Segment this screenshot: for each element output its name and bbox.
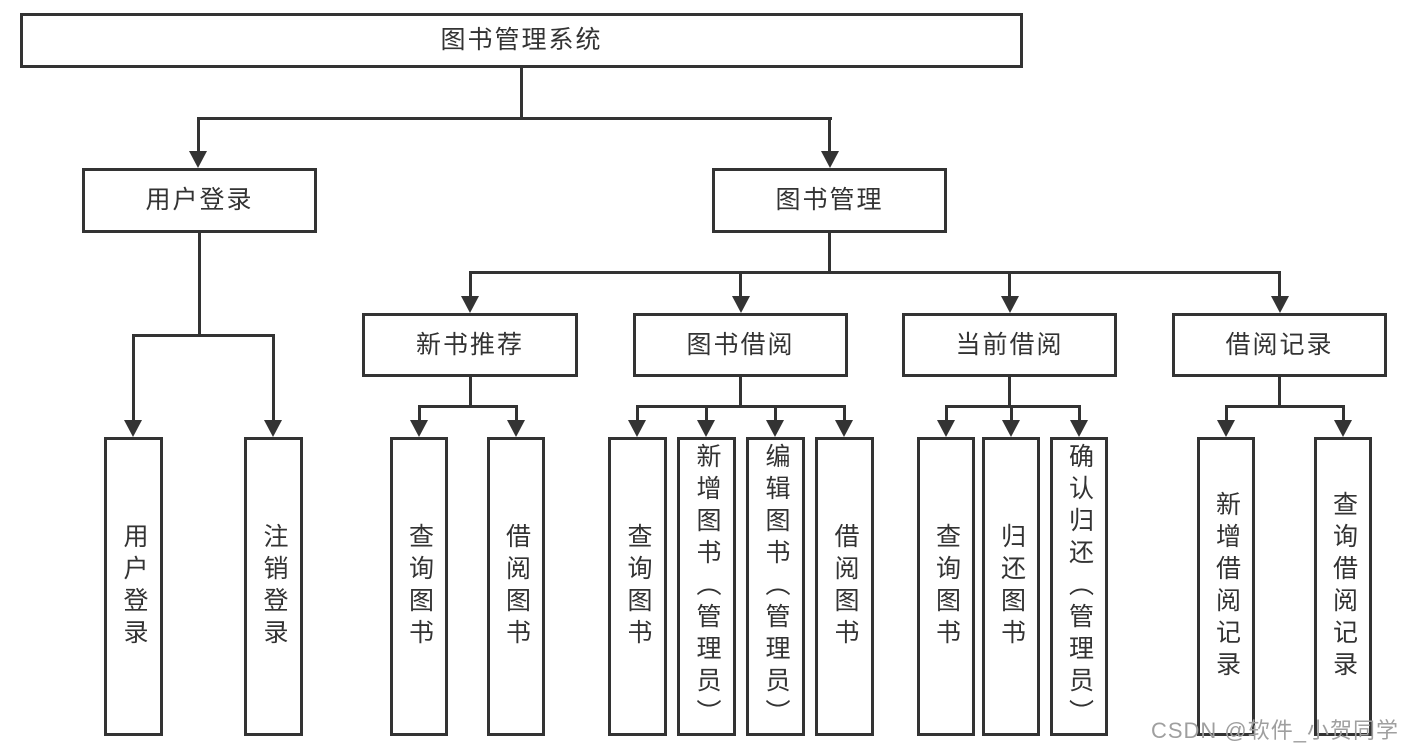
arrow-down-book-borrow-leaf-1 [628,405,646,437]
leaf-logout: 注销登录 [244,437,303,736]
leaf-records-add-label: 新增借阅记录 [1212,490,1241,683]
leaf-current-confirm-return: 确认归还（管理员） [1050,437,1108,736]
leaf-current-query-label: 查询图书 [932,522,961,651]
arrow-down-current-leaf-1 [937,405,955,437]
leaf-borrow-edit: 编辑图书（管理员） [746,437,805,736]
connector-root-split [196,117,832,120]
arrow-down-to-borrow-records [1270,271,1289,313]
leaf-borrow-borrow: 借阅图书 [815,437,874,736]
arrow-down-new-book-leaf-2 [507,405,525,437]
leaf-records-query-label: 查询借阅记录 [1329,490,1358,683]
leaf-new-book-query-label: 查询图书 [405,522,434,651]
connector-current-borrow-split [944,405,1081,408]
arrow-down-to-user-login [189,117,207,168]
arrow-down-records-leaf-2 [1334,405,1352,437]
leaf-user-login-label: 用户登录 [120,522,148,651]
leaf-borrow-edit-label: 编辑图书（管理员） [762,442,790,731]
connector-book-mgmt-split [468,271,1281,274]
connector-user-login-stem [198,233,201,336]
arrow-down-to-book-mgmt [820,117,839,168]
arrow-down-to-logout-leaf [264,334,282,437]
connector-book-mgmt-stem [828,233,831,273]
arrow-down-to-book-borrow [731,271,750,313]
connector-new-book-stem [468,377,472,408]
arrow-down-book-borrow-leaf-4 [835,405,853,437]
node-user-login: 用户登录 [82,168,317,233]
leaf-new-book-query: 查询图书 [390,437,448,736]
leaf-borrow-query: 查询图书 [608,437,667,736]
leaf-logout-label: 注销登录 [260,522,288,651]
leaf-borrow-query-label: 查询图书 [624,522,652,651]
connector-root-stem [520,68,523,118]
arrow-down-new-book-leaf-1 [410,405,428,437]
connector-current-borrow-stem [1008,377,1011,408]
arrow-down-to-current-borrow [1000,271,1019,313]
node-current-borrow: 当前借阅 [902,313,1117,377]
node-new-book-rec-label: 新书推荐 [415,330,524,359]
node-book-borrow-label: 图书借阅 [686,330,795,359]
node-user-login-label: 用户登录 [145,186,254,215]
leaf-records-add: 新增借阅记录 [1197,437,1255,736]
arrow-down-to-new-book [461,271,479,313]
node-book-borrow: 图书借阅 [633,313,848,377]
arrow-down-current-leaf-3 [1070,405,1088,437]
csdn-watermark: CSDN @软件_小贺同学 [1150,718,1399,743]
leaf-current-return: 归还图书 [982,437,1040,736]
node-book-mgmt: 图书管理 [712,168,947,233]
arrow-down-current-leaf-2 [1002,405,1020,437]
connector-borrow-records-stem [1278,377,1281,408]
connector-book-borrow-split [635,405,846,408]
leaf-current-return-label: 归还图书 [997,522,1026,651]
node-borrow-records-label: 借阅记录 [1225,330,1334,359]
leaf-records-query: 查询借阅记录 [1314,437,1372,736]
arrow-down-to-login-leaf [124,334,142,437]
leaf-new-book-borrow-label: 借阅图书 [502,522,531,651]
leaf-borrow-borrow-label: 借阅图书 [831,522,859,651]
leaf-current-query: 查询图书 [917,437,975,736]
leaf-borrow-add-label: 新增图书（管理员） [693,442,721,731]
node-root: 图书管理系统 [20,13,1023,68]
arrow-down-records-leaf-1 [1217,405,1235,437]
leaf-borrow-add: 新增图书（管理员） [677,437,736,736]
arrow-down-book-borrow-leaf-2 [697,405,715,437]
leaf-current-confirm-return-label: 确认归还（管理员） [1065,442,1094,731]
connector-new-book-split [417,405,518,408]
connector-book-borrow-stem [739,377,742,408]
node-borrow-records: 借阅记录 [1172,313,1387,377]
arrow-down-book-borrow-leaf-3 [766,405,784,437]
node-current-borrow-label: 当前借阅 [955,330,1064,359]
leaf-user-login: 用户登录 [104,437,163,736]
node-root-label: 图书管理系统 [440,26,603,55]
leaf-new-book-borrow: 借阅图书 [487,437,545,736]
connector-user-login-split [131,334,275,337]
node-book-mgmt-label: 图书管理 [775,186,884,215]
connector-borrow-records-split [1224,405,1345,408]
node-new-book-rec: 新书推荐 [362,313,578,377]
